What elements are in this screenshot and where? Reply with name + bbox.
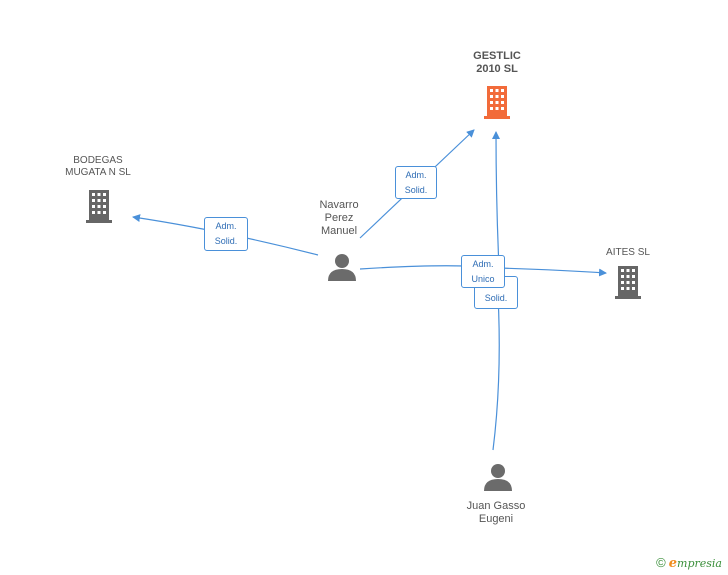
- building-icon-bodegas[interactable]: [86, 190, 112, 223]
- edge-tag-line1: Adm.: [472, 259, 494, 269]
- edge-tag-navarro-bodegas: Adm. Solid.: [204, 217, 248, 251]
- brand-initial: e: [668, 556, 678, 571]
- company-label-aites[interactable]: AITES SL: [592, 247, 664, 259]
- person-icon-navarro[interactable]: [328, 254, 356, 281]
- brand-name: mpresia: [677, 557, 722, 570]
- edge-tag-line1: Adm.: [215, 221, 237, 231]
- gestlic-label-line2: 2010 SL: [476, 63, 518, 75]
- edge-tag-navarro-gestlic: Adm. Solid.: [395, 166, 437, 199]
- edge-tag-line2: Solid.: [214, 236, 238, 246]
- edge-tag-line1: Solid.: [484, 293, 508, 303]
- person-label-navarro[interactable]: Navarro Perez Manuel: [305, 199, 373, 238]
- company-label-bodegas[interactable]: BODEGAS MUGATA N SL: [48, 155, 148, 179]
- person-icon-juan[interactable]: [484, 464, 512, 491]
- gestlic-label-line1: GESTLIC: [473, 50, 521, 62]
- company-label-gestlic[interactable]: GESTLIC 2010 SL: [456, 50, 538, 76]
- empresia-logo: © empresia: [656, 555, 722, 571]
- juan-label-line2: Eugeni: [478, 513, 514, 525]
- edge-to-gestlic-vertical: [492, 131, 501, 269]
- building-icon-gestlic[interactable]: [484, 86, 510, 119]
- edge-tag-line2: Unico: [471, 274, 495, 284]
- edge-tag-line1: Adm.: [405, 170, 427, 180]
- bodegas-label-line2: MUGATA N SL: [65, 167, 131, 178]
- navarro-label-line1: Navarro: [319, 199, 359, 211]
- edge-tag-line2: Solid.: [404, 185, 428, 195]
- bodegas-label-line1: BODEGAS: [73, 155, 123, 166]
- copyright-symbol: ©: [656, 555, 666, 570]
- edge-to-aites: [497, 267, 607, 277]
- person-label-juan[interactable]: Juan Gasso Eugeni: [452, 500, 540, 526]
- aites-label-line1: AITES SL: [606, 247, 650, 258]
- building-icon-aites[interactable]: [615, 266, 641, 299]
- navarro-label-line3: Manuel: [320, 225, 358, 237]
- edge-tag-adm-unico: Adm. Unico: [461, 255, 505, 288]
- navarro-label-line2: Perez: [324, 212, 354, 224]
- juan-label-line1: Juan Gasso: [466, 500, 526, 512]
